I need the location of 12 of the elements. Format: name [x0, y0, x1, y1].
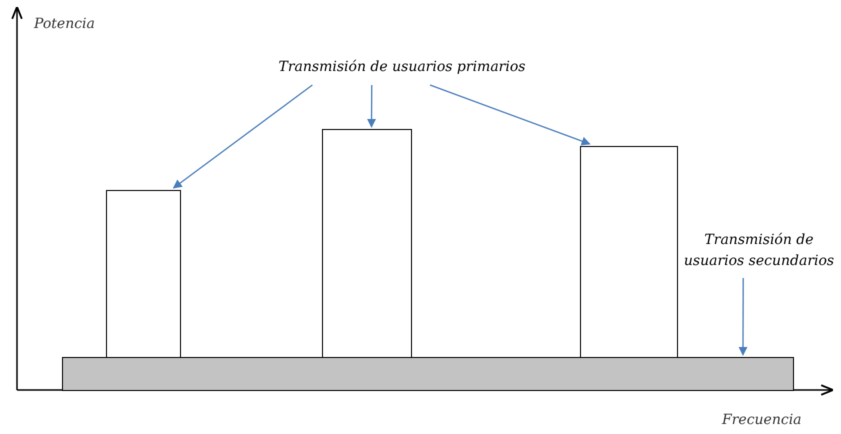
arrow [367, 85, 376, 128]
annotation-text: Transmisión de usuarios secundarios [682, 231, 836, 271]
spectrum-band [62, 357, 794, 391]
axis-label: Frecuencia [722, 412, 802, 428]
spectrum-bar [322, 129, 412, 358]
arrow [430, 84, 591, 146]
spectrum-bar [580, 146, 678, 358]
axis-label: Potencia [34, 16, 95, 32]
arrow [738, 278, 748, 356]
spectrum-bar [106, 190, 181, 358]
annotation-text: Transmisión de usuarios primarios [278, 58, 526, 77]
arrow [172, 84, 313, 189]
